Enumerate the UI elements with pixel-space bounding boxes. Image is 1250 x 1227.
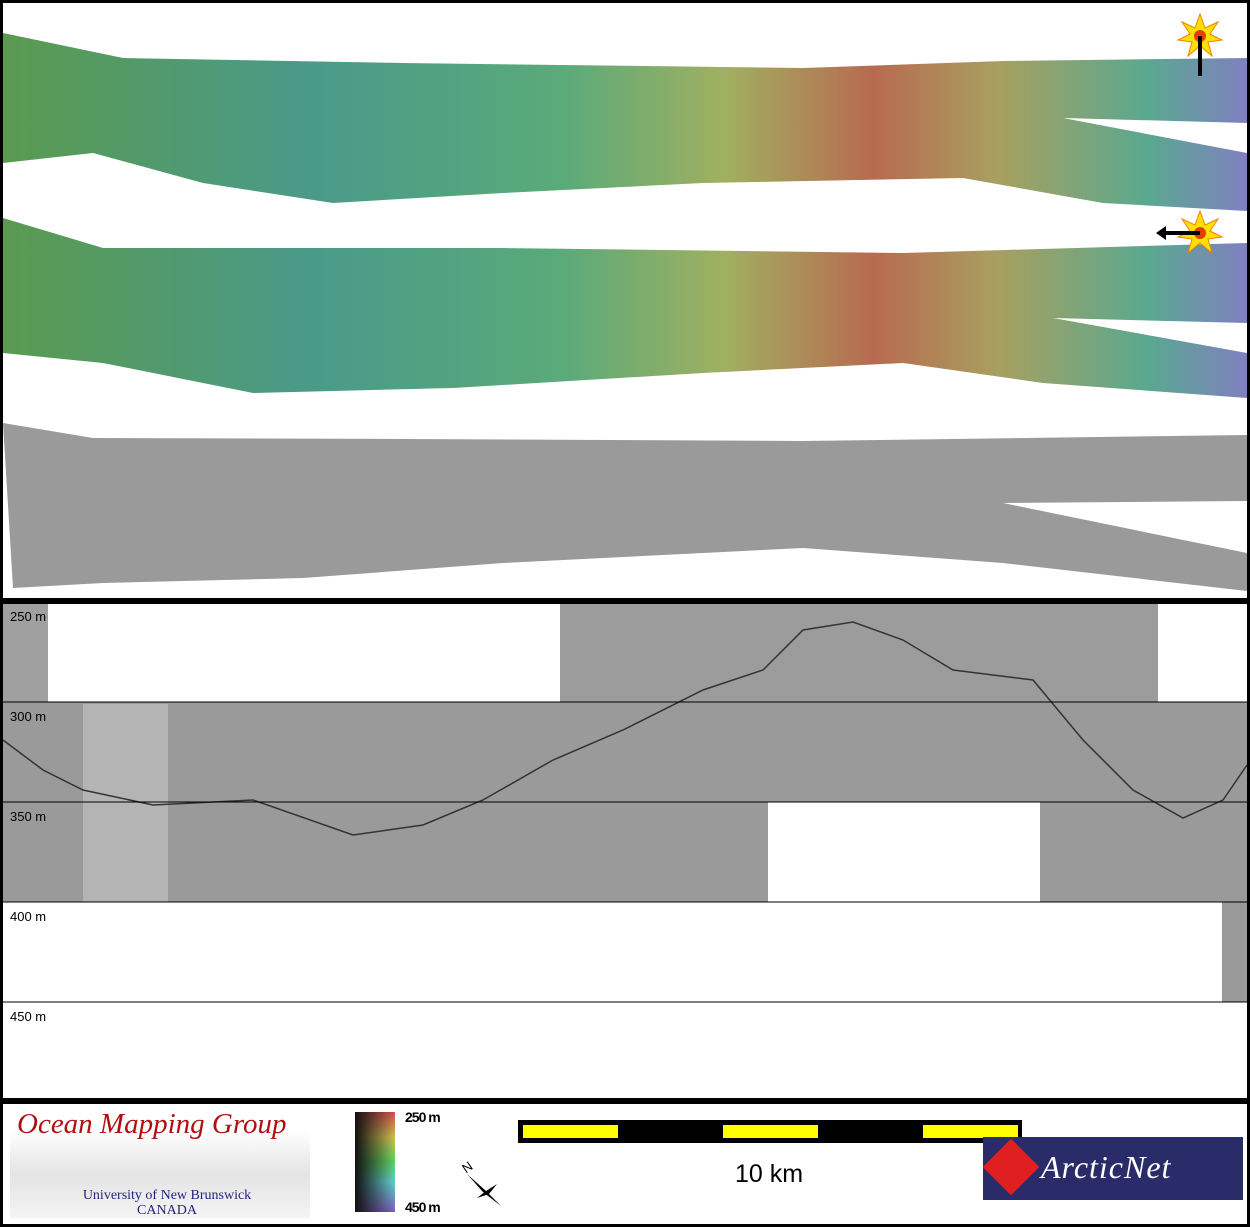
- logo-line-university: University of New Brunswick: [82, 1188, 252, 1203]
- swath-shaded-relief-west: [3, 218, 1247, 398]
- north-label: N: [459, 1158, 475, 1176]
- colorbar-min-label: 450 m: [405, 1199, 441, 1215]
- depth-colorbar: [355, 1112, 395, 1212]
- swath-shaded-relief-north: [3, 33, 1247, 211]
- scale-bar: [518, 1120, 1022, 1143]
- bathymetry-map-panel: [3, 3, 1247, 598]
- depth-label: 300 m: [10, 709, 47, 724]
- colorbar-max-label: 250 m: [405, 1109, 441, 1125]
- depth-label: 450 m: [10, 1009, 47, 1024]
- depth-label: 250 m: [10, 609, 47, 624]
- swath-backscatter: [3, 423, 1247, 591]
- sun-illumination-icon: [1156, 209, 1224, 255]
- depth-label: 400 m: [10, 909, 47, 924]
- depth-label: 350 m: [10, 809, 47, 824]
- omg-logo: [10, 1108, 310, 1218]
- omg-logo-title: Ocean Mapping Group: [17, 1108, 287, 1140]
- omg-logo-subtitle: University of New Brunswick CANADA: [77, 1188, 257, 1218]
- arcticnet-logo-text: ArcticNet: [1041, 1149, 1172, 1185]
- subbottom-profile-panel: 250 m 300 m 350 m 400 m 450 m: [3, 604, 1247, 1098]
- logo-line-country: CANADA: [137, 1203, 197, 1218]
- profile-image: [3, 604, 1247, 1003]
- arcticnet-logo: ArcticNet: [983, 1137, 1243, 1200]
- north-arrow-icon: N: [459, 1158, 501, 1206]
- sun-illumination-icon: [1176, 12, 1224, 76]
- scale-bar-label: 10 km: [735, 1160, 804, 1188]
- swath-maps: [3, 12, 1247, 591]
- legend-footer: Ocean Mapping Group University of New Br…: [3, 1104, 1247, 1224]
